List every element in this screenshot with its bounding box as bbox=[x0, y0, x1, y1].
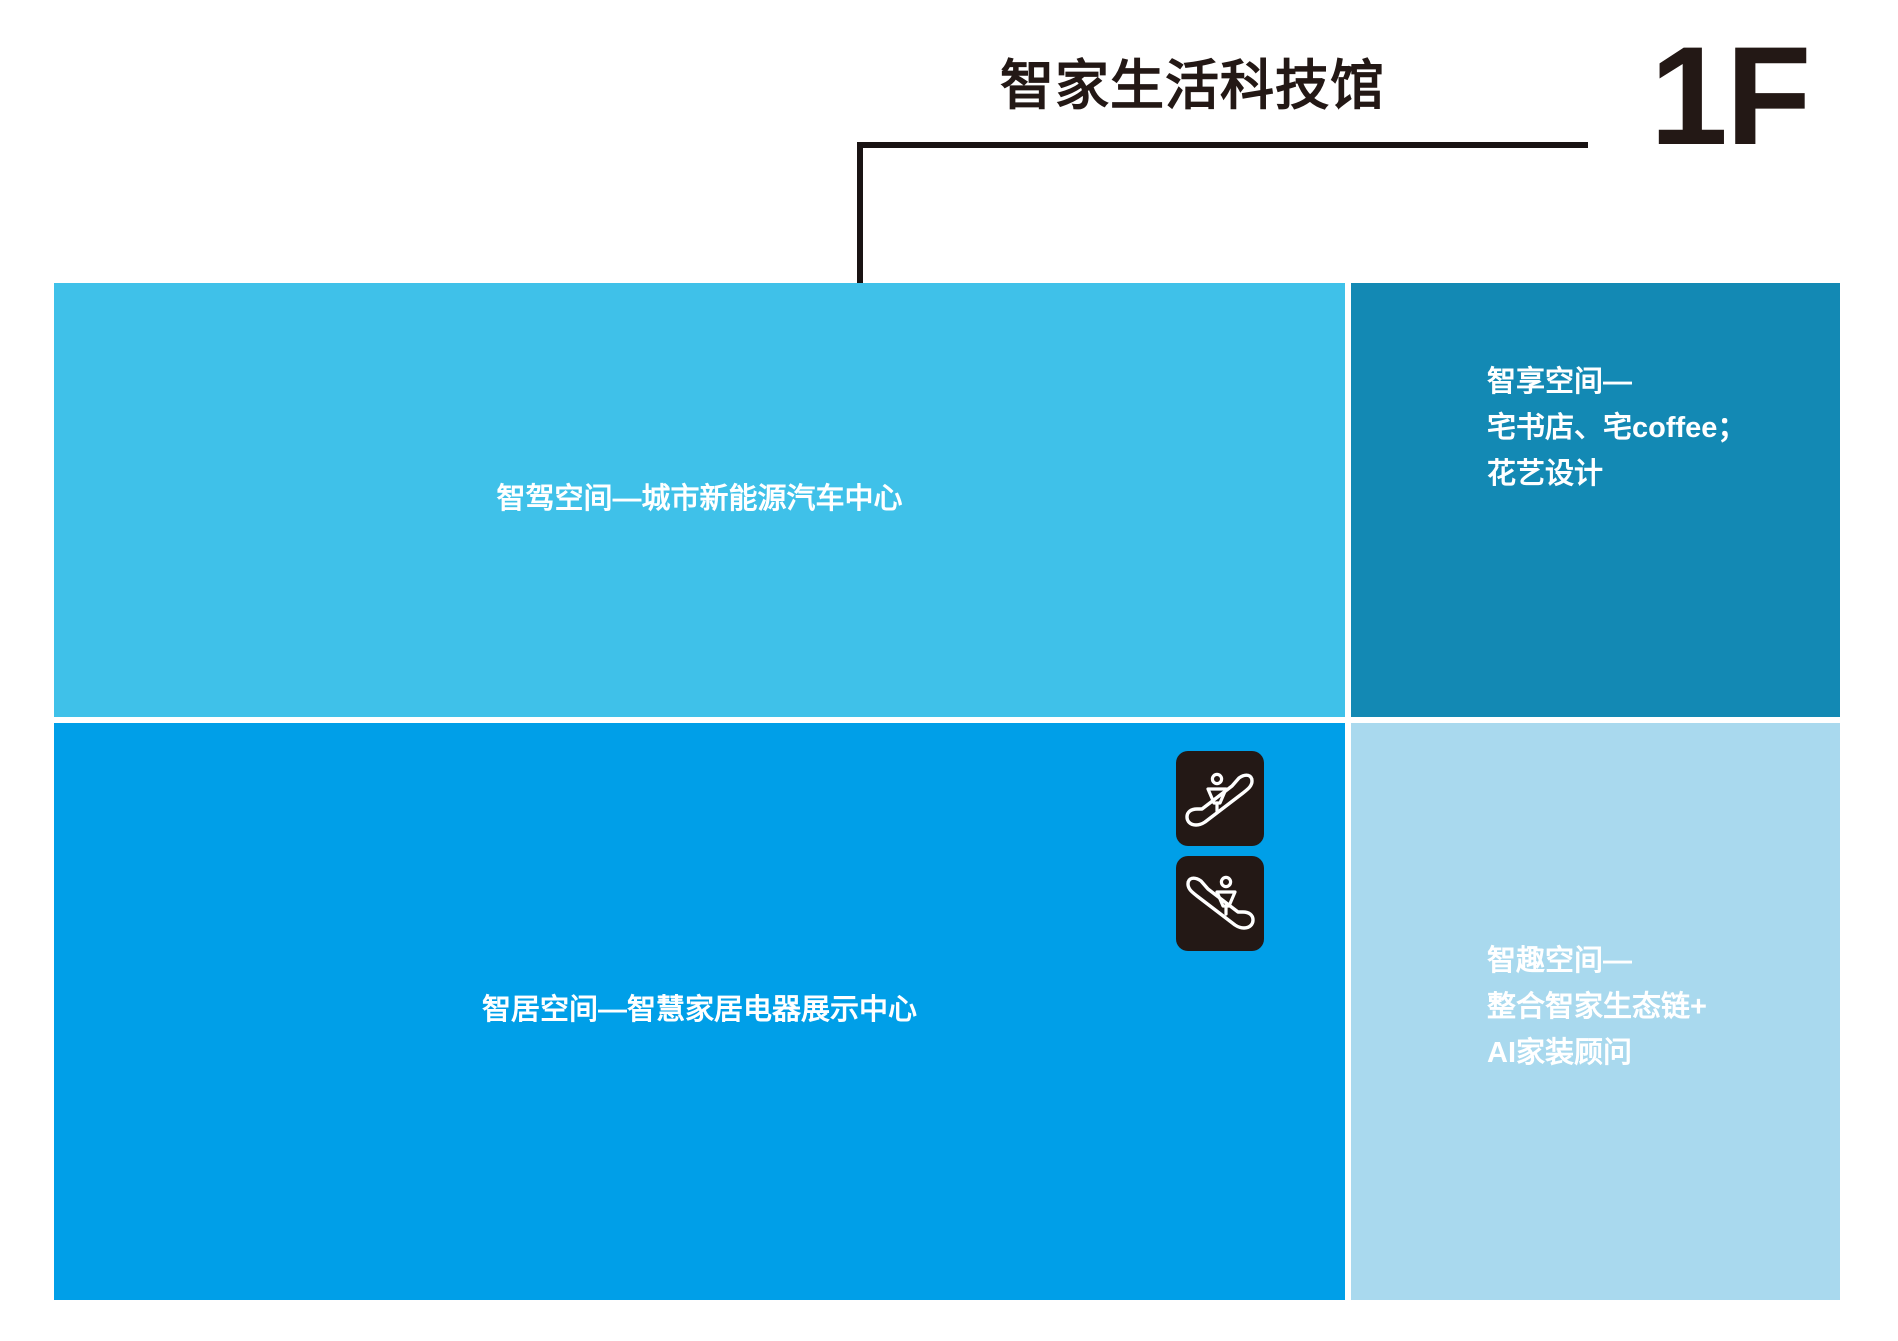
zone-drive-label: 智驾空间—城市新能源汽车中心 bbox=[496, 483, 903, 515]
leader-line-vertical bbox=[857, 142, 863, 308]
leader-line-horizontal bbox=[857, 142, 1588, 148]
zone-share[interactable]: 智享空间— 宅书店、宅coffee； 花艺设计 bbox=[1351, 283, 1840, 717]
page-title: 智家生活科技馆 bbox=[1000, 56, 1385, 116]
zone-live[interactable]: 智居空间—智慧家居电器展示中心 bbox=[54, 723, 1345, 1300]
zone-drive[interactable]: 智驾空间—城市新能源汽车中心 bbox=[54, 283, 1345, 717]
escalator-down-icon bbox=[1186, 875, 1255, 930]
floor-badge: 1F bbox=[1650, 17, 1811, 174]
escalator-group bbox=[1176, 751, 1264, 951]
zone-grid: 智驾空间—城市新能源汽车中心 智享空间— 宅书店、宅coffee； 花艺设计 智… bbox=[54, 283, 1840, 1300]
zone-fun-label: 智趣空间— 整合智家生态链+ AI家装顾问 bbox=[1487, 945, 1707, 1069]
escalator-up-icon bbox=[1185, 772, 1254, 827]
zone-fun[interactable]: 智趣空间— 整合智家生态链+ AI家装顾问 bbox=[1351, 723, 1840, 1300]
zone-live-label: 智居空间—智慧家居电器展示中心 bbox=[481, 994, 917, 1026]
escalator-down-badge[interactable] bbox=[1176, 856, 1264, 951]
escalator-up-badge[interactable] bbox=[1176, 751, 1264, 846]
zone-share-label: 智享空间— 宅书店、宅coffee； 花艺设计 bbox=[1487, 366, 1747, 490]
